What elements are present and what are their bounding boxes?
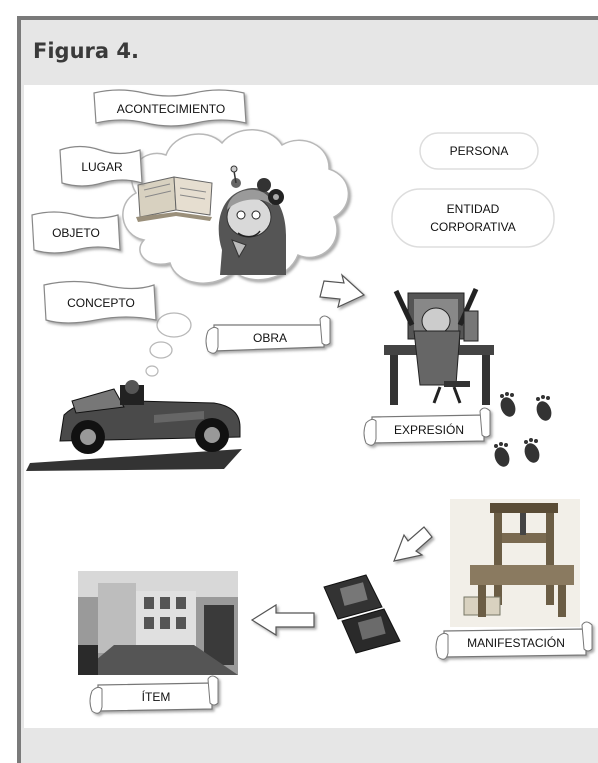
thinking-person-image <box>218 165 286 275</box>
scroll-expresion <box>363 407 491 446</box>
scroll-item <box>89 675 219 714</box>
race-car-image <box>26 380 242 471</box>
label-obra: OBRA <box>252 331 287 345</box>
figure-title: Figura 4. <box>33 39 139 63</box>
persona-box <box>419 132 539 170</box>
entidad-box <box>391 188 555 248</box>
label-objeto: OBJETO <box>52 226 100 240</box>
computer-user-image <box>384 287 494 405</box>
arrow-obra-to-expresion <box>319 273 366 309</box>
banner-acontecimiento <box>93 89 247 127</box>
label-expresion: EXPRESIÓN <box>393 423 465 437</box>
figure-panel: ACONTECIMIENTO LUGAR OBJETO CONCEPTO PER… <box>24 85 598 728</box>
open-book-image <box>136 176 213 222</box>
arrow-dvd-to-item <box>250 603 315 637</box>
banner-concepto <box>43 280 157 324</box>
label-persona: PERSONA <box>449 144 509 158</box>
banner-objeto <box>31 211 121 254</box>
scroll-obra <box>205 315 331 354</box>
scroll-manifestacion <box>435 621 593 660</box>
printing-press-image <box>450 499 580 627</box>
label-entidad-line1: ENTIDAD <box>446 202 500 216</box>
label-lugar: LUGAR <box>81 160 123 174</box>
frbr-diagram <box>26 89 593 714</box>
dvd-cases-image <box>323 574 401 654</box>
library-building-image <box>78 571 238 675</box>
label-entidad-line2: CORPORATIVA <box>430 220 516 234</box>
label-acontecimiento: ACONTECIMIENTO <box>116 102 226 116</box>
label-item: ÍTEM <box>141 690 171 704</box>
label-concepto: CONCEPTO <box>67 296 135 310</box>
arrow-press-to-dvd <box>393 526 433 562</box>
label-manifestacion: MANIFESTACIÓN <box>467 636 565 650</box>
banner-lugar <box>59 145 143 187</box>
footprints-image <box>494 392 552 467</box>
